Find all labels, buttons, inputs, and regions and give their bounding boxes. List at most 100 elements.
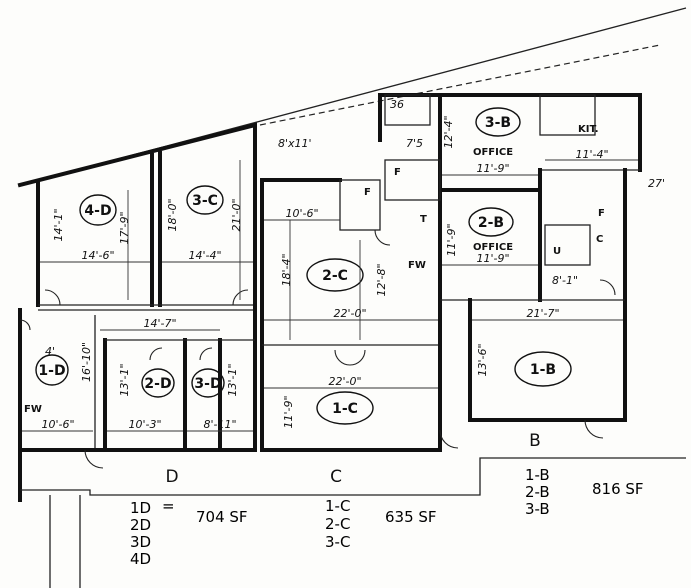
dim-3c-w: 14'-4": [188, 249, 221, 262]
summary-c-unit-1: 1-C: [325, 497, 350, 515]
dim-2c-top: 10'-6": [285, 207, 318, 220]
corridor-line: [20, 457, 686, 496]
suite-label-b: B: [529, 431, 541, 451]
wall-north-slanted: [17, 122, 257, 188]
dim-3c-h2: 21'-0": [230, 198, 243, 231]
room-oval-2c: [306, 258, 364, 292]
summary-c-unit-3: 3-C: [325, 533, 350, 551]
label-f1: F: [364, 187, 371, 198]
dim-2c-h: 12'-8": [375, 263, 388, 296]
room-oval-2b: [468, 207, 514, 237]
dim-7-5: 7'5: [406, 137, 423, 150]
label-f2: F: [394, 167, 401, 178]
room-oval-3c: [186, 185, 224, 215]
room-oval-3b: [475, 107, 521, 137]
dim-1b-w: 21'-7": [526, 307, 559, 320]
dim-2c-w: 22'-0": [333, 307, 366, 320]
dim-kitchen-side: 27': [648, 177, 665, 190]
room-label-1d: 1-D: [38, 363, 65, 379]
summary-c-unit-2: 2-C: [325, 515, 350, 533]
summary-b-unit-1: 1-B: [525, 466, 550, 484]
dim-2d-h: 13'-1": [118, 363, 131, 396]
door-swing: [334, 349, 366, 366]
dim-2c-h2: 18'-4": [280, 253, 293, 286]
dim-8-1: 8'-1": [552, 274, 578, 287]
label-f3: F: [598, 208, 605, 219]
room-oval-3d: [191, 368, 225, 398]
label-u: U: [553, 246, 561, 257]
closet: [384, 94, 431, 126]
fw-label-1d: FW: [24, 404, 42, 415]
summary-c-sf: 635 SF: [385, 508, 437, 526]
room-label-3d: 3-D: [194, 376, 221, 392]
stair-block: [544, 224, 591, 266]
room-label-1b: 1-B: [530, 362, 556, 378]
summary-b-unit-3: 3-B: [525, 500, 550, 518]
dim-3d-h: 13'-1": [226, 363, 239, 396]
door-swing: [199, 347, 213, 361]
room-label-3c: 3-C: [192, 193, 218, 209]
door-swing: [44, 289, 61, 306]
dim-1c-w: 22'-0": [328, 375, 361, 388]
summary-d-equals: =: [162, 497, 175, 515]
room-oval-1b: [514, 351, 572, 387]
summary-b-sf: 816 SF: [592, 480, 644, 498]
dim-2b-w: 11'-9": [476, 252, 509, 265]
summary-d-unit-4: 4D: [130, 550, 151, 568]
dim-1d-h: 16'-10": [80, 342, 93, 382]
room-oval-1d: [35, 354, 69, 386]
fw-label-2c: FW: [408, 260, 426, 271]
room-oval-2d: [141, 368, 175, 398]
room-label-1c: 1-C: [332, 401, 358, 417]
room-label-3b: 3-B: [485, 115, 511, 131]
restroom-block: [384, 159, 441, 201]
room-word-2b: OFFICE: [473, 242, 513, 253]
room-label-kitchen: KIT.: [578, 124, 599, 135]
door-swing: [84, 449, 104, 469]
dim-2b-h: 11'-9": [445, 223, 458, 256]
property-line-dashed: [259, 44, 661, 126]
label-c: C: [596, 234, 603, 245]
summary-d-unit-1: 1D: [130, 499, 151, 517]
dim-1d-w: 10'-6": [41, 418, 74, 431]
door-swing: [584, 419, 604, 439]
dim-1c-h: 11'-9": [282, 395, 295, 428]
dim-4d-h2: 14'-1": [52, 208, 65, 241]
room-oval-4d: [79, 194, 117, 226]
room-label-2b: 2-B: [478, 215, 504, 231]
dim-3b-h: 12'-4": [442, 115, 455, 148]
suite-label-c: C: [330, 467, 342, 487]
door-swing: [374, 229, 391, 246]
dim-8x11: 8'x11': [278, 137, 312, 150]
label-t: T: [420, 214, 427, 225]
room-label-2d: 2-D: [144, 376, 171, 392]
dim-3d-w: 8'-11": [203, 418, 236, 431]
door-swing: [19, 319, 31, 331]
dim-3b-w: 11'-9": [476, 162, 509, 175]
dim-4d-h: 17'-9": [118, 211, 131, 244]
door-swing: [439, 429, 459, 449]
utility-room: [339, 179, 381, 231]
room-word-3b: OFFICE: [473, 147, 513, 158]
door-swing: [599, 279, 616, 296]
summary-d-unit-2: 2D: [130, 516, 151, 534]
kitchen-counter: [539, 94, 596, 136]
door-swing: [149, 347, 163, 361]
dim-4d-w: 14'-6": [81, 249, 114, 262]
dim-1b-h: 13'-6": [476, 343, 489, 376]
dim-1d-side: 4': [45, 345, 55, 358]
suite-label-d: D: [165, 467, 178, 487]
summary-d-sf: 704 SF: [196, 508, 248, 526]
room-label-4d: 4-D: [84, 203, 111, 219]
dim-3c-h: 18'-0": [166, 198, 179, 231]
summary-d-unit-3: 3D: [130, 533, 151, 551]
door-swing: [232, 289, 249, 306]
dim-36: 36: [390, 98, 404, 111]
room-oval-1c: [316, 391, 374, 425]
room-label-2c: 2-C: [322, 268, 348, 284]
summary-b-unit-2: 2-B: [525, 483, 550, 501]
dim-kitchen-w: 11'-4": [575, 148, 608, 161]
dim-2d-top: 14'-7": [143, 317, 176, 330]
